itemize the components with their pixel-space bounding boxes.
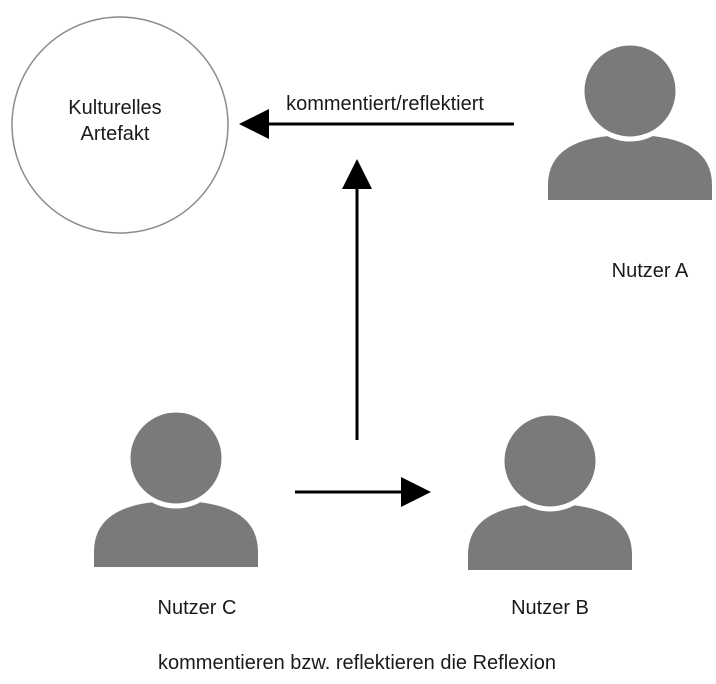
artifact-label-line2: Artefakt — [81, 123, 150, 145]
artifact-label-line1: Kulturelles — [68, 97, 161, 119]
user-a-node: Nutzer A — [548, 40, 712, 282]
caption: kommentieren bzw. reflektieren die Refle… — [158, 652, 556, 674]
edge-a-to-artifact: kommentiert/reflektiert — [239, 93, 514, 139]
user-c-node: Nutzer C — [94, 407, 258, 619]
user-c-icon — [94, 407, 258, 567]
user-b-icon — [468, 410, 632, 570]
user-a-label: Nutzer A — [612, 260, 689, 282]
artifact-node: Kulturelles Artefakt — [11, 16, 229, 234]
user-c-label: Nutzer C — [158, 597, 237, 619]
user-b-node: Nutzer B — [468, 410, 632, 619]
artifact-circle — [11, 16, 229, 234]
user-b-label: Nutzer B — [511, 597, 589, 619]
edge-label: kommentiert/reflektiert — [286, 93, 484, 115]
user-a-icon — [548, 40, 712, 200]
